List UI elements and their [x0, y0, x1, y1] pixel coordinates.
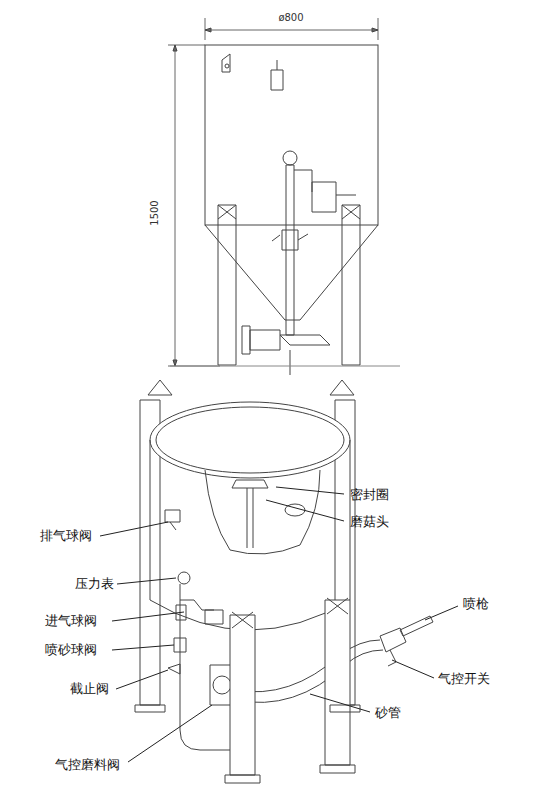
part-label: 进气球阀: [45, 613, 97, 629]
dimension-text: ø800: [278, 10, 303, 26]
leader-lines: [100, 487, 458, 762]
part-label: 喷枪: [463, 596, 489, 612]
part-label: 排气球阀: [40, 528, 92, 544]
dimension-text: 1500: [147, 200, 163, 225]
part-label: 气控开关: [438, 671, 490, 687]
elevation-view: [168, 18, 400, 375]
part-label: 截止阀: [70, 681, 109, 697]
part-label: 磨菇头: [350, 514, 389, 530]
part-label: 气控磨料阀: [55, 757, 120, 773]
part-label: 喷砂球阀: [45, 642, 97, 658]
part-label: 砂管: [375, 705, 401, 721]
part-label: 压力表: [75, 576, 114, 592]
part-label: 密封圈: [350, 487, 389, 503]
isometric-view: [135, 380, 433, 783]
